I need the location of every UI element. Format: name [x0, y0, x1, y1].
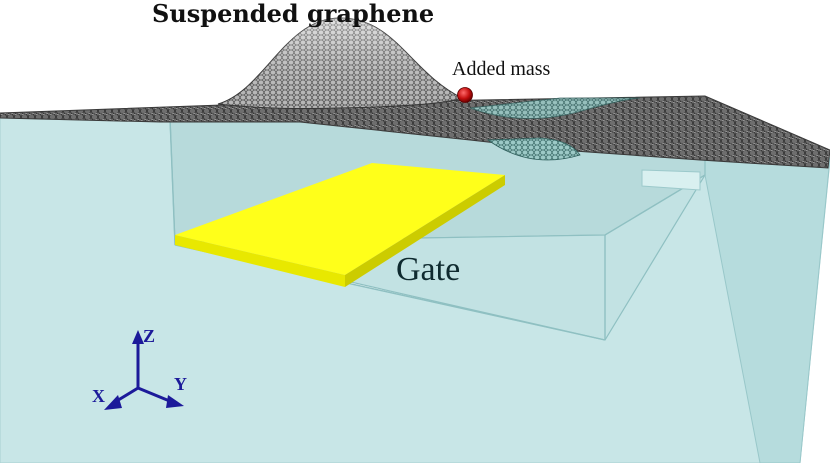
added-mass-label: Added mass: [452, 58, 551, 80]
y-axis-arrowhead: [166, 395, 184, 408]
gate-label: Gate: [396, 251, 460, 288]
gate-right-edge: [345, 175, 505, 287]
graphene-dip-underside: [486, 137, 581, 161]
gate-electrode: [175, 163, 505, 287]
y-axis-line: [137, 386, 173, 404]
graphene-bump-shading: [218, 18, 462, 109]
coordinate-axes: [104, 330, 184, 410]
graphene-sheet: [0, 17, 830, 169]
z-axis-label: Z: [143, 326, 155, 346]
cavity-side-notch: [641, 169, 701, 191]
gate-front-edge: [175, 235, 345, 287]
graphene-label: Suspended graphene: [152, 0, 434, 28]
x-axis-arrowhead: [104, 395, 122, 410]
x-axis-label: X: [92, 386, 105, 406]
graphene-flat-membrane: [0, 95, 830, 169]
added-mass-sphere: [457, 87, 473, 103]
gate-top-face: [175, 163, 505, 275]
y-axis-label: Y: [174, 374, 187, 394]
cavity-edge-left: [169, 117, 176, 246]
graphene-dip: [469, 97, 641, 119]
z-axis-arrowhead: [132, 330, 144, 344]
